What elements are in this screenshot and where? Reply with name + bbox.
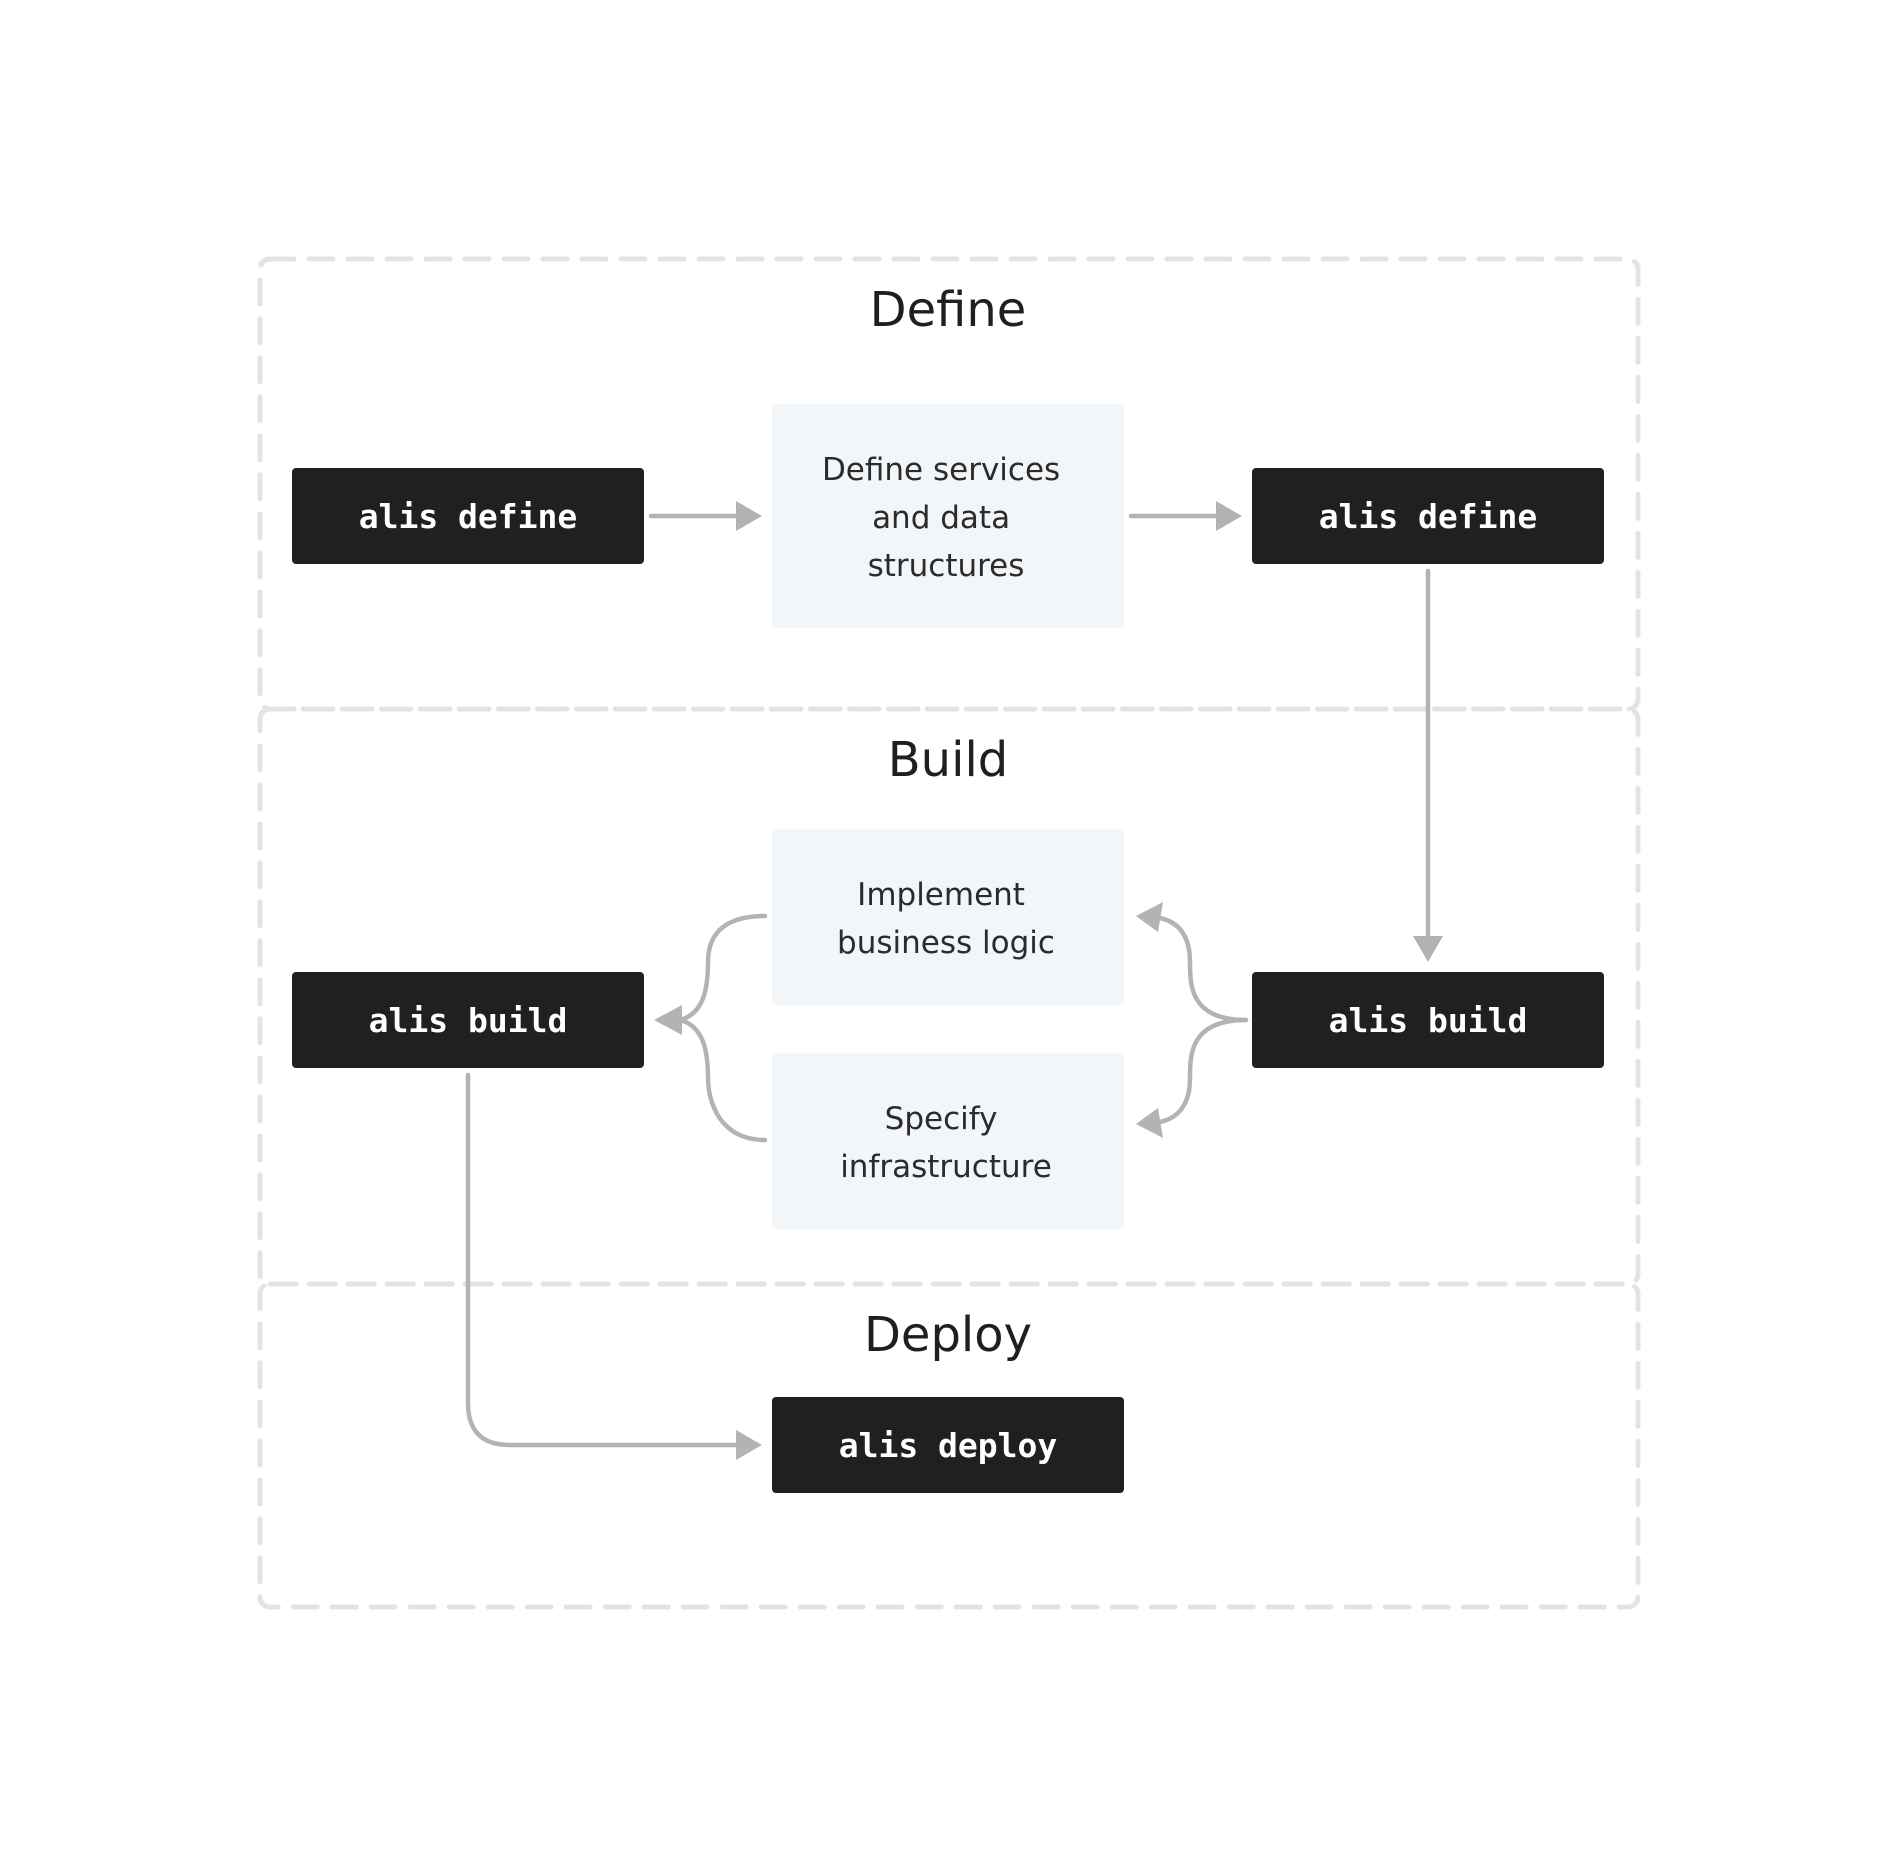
deploy-command: alis deploy — [772, 1397, 1124, 1493]
business-logic-step-label: Implement business logic — [837, 877, 1055, 961]
define-services-step-line-3: structures — [868, 548, 1025, 584]
build-start-command-label: alis build — [1329, 1001, 1528, 1040]
infrastructure-step-label: Specify infrastructure — [840, 1101, 1052, 1185]
arrow-business-logic-to-build — [654, 913, 768, 1035]
define-end-command-label: alis define — [1319, 497, 1538, 536]
infrastructure-step-line-2: infrastructure — [840, 1149, 1052, 1185]
define-end-command: alis define — [1252, 468, 1604, 564]
infrastructure-step: Specify infrastructure — [772, 1053, 1124, 1229]
build-start-command: alis build — [1252, 972, 1604, 1068]
define-services-step-box — [772, 404, 1124, 628]
define-services-step-line-1: Define services — [822, 452, 1060, 488]
arrow-build-to-business-logic — [1136, 902, 1249, 1023]
arrow-build-to-deploy — [465, 1072, 762, 1460]
business-logic-step-line-1: Implement — [857, 877, 1025, 913]
deploy-command-label: alis deploy — [839, 1426, 1058, 1465]
arrow-define-to-build — [1413, 568, 1443, 962]
define-stage-title: Define — [870, 282, 1027, 338]
arrow-build-to-infrastructure — [1136, 1017, 1249, 1138]
define-start-command-label: alis define — [359, 497, 578, 536]
define-start-command-box — [292, 468, 644, 564]
business-logic-step-box — [772, 829, 1124, 1005]
infrastructure-step-box — [772, 1053, 1124, 1229]
build-start-command-box — [1252, 972, 1604, 1068]
arrow-services-to-define — [1128, 501, 1242, 531]
build-end-command-box — [292, 972, 644, 1068]
build-end-command-label: alis build — [369, 1001, 568, 1040]
business-logic-step-line-2: business logic — [837, 925, 1055, 961]
define-services-step-line-2: and data — [872, 500, 1010, 536]
build-stage-title: Build — [888, 732, 1009, 788]
deploy-stage-title: Deploy — [864, 1307, 1032, 1363]
arrow-define-to-services — [648, 501, 762, 531]
arrow-infrastructure-to-build — [677, 1017, 768, 1143]
define-services-step: Define services and data structures — [772, 404, 1124, 628]
deploy-stage-frame — [257, 1281, 1641, 1610]
infrastructure-step-line-1: Specify — [885, 1101, 998, 1137]
deploy-command-box — [772, 1397, 1124, 1493]
define-end-command-box — [1252, 468, 1604, 564]
business-logic-step: Implement business logic — [772, 829, 1124, 1005]
build-end-command: alis build — [292, 972, 644, 1068]
define-services-step-label: Define services and data structures — [822, 452, 1070, 584]
define-start-command: alis define — [292, 468, 644, 564]
